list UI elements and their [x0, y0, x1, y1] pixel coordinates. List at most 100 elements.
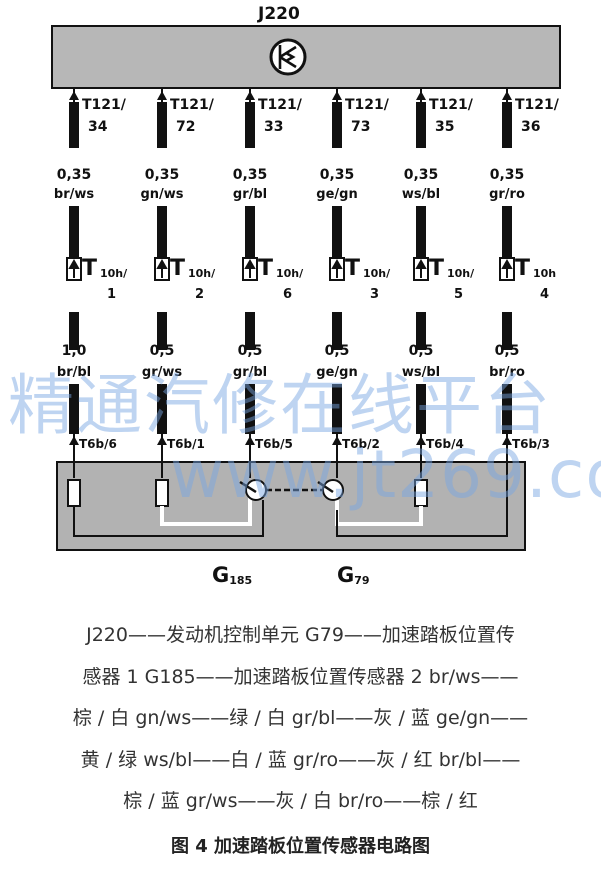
engine-control-unit-symbol-icon [269, 38, 307, 76]
connector-arrow-icon [68, 258, 80, 278]
connector-pin-label: 10h/ [276, 267, 304, 280]
wire-gauge-upper: 0,35 [403, 167, 439, 183]
wire-color-upper: br/ws [53, 187, 95, 202]
connector-t-label: T [170, 256, 186, 281]
wire-color-lower: br/ro [489, 365, 525, 380]
ecu-pin-number: 73 [351, 119, 371, 135]
wire-segment [502, 384, 512, 434]
resistor-icon [155, 479, 169, 507]
wire-color-lower: ws/bl [401, 365, 441, 380]
wiper-arrow-icon [239, 480, 334, 494]
sensor-trace [73, 500, 264, 537]
ecu-pin-label: T121/ [345, 97, 389, 113]
wire-segment [332, 384, 342, 434]
ecu-pin-label: T121/ [429, 97, 473, 113]
figure-caption: 图 4 加速踏板位置传感器电路图 [170, 836, 431, 857]
wire-segment [245, 206, 255, 258]
wire-gauge-upper: 0,35 [144, 167, 180, 183]
wire-segment [245, 384, 255, 434]
wire-gauge-lower: 0,5 [324, 343, 350, 359]
connector-pin-number: 5 [454, 287, 464, 302]
wire-color-lower: gr/ws [141, 365, 183, 380]
wire-segment [502, 102, 512, 148]
sensor-trace [336, 478, 508, 537]
wire-segment [332, 102, 342, 148]
wire-gauge-upper: 0,35 [489, 167, 525, 183]
wire-color-lower: gr/bl [232, 365, 268, 380]
sensor-trace [160, 490, 252, 526]
sensor-g79-label: G79 [337, 563, 370, 587]
sensor-pin-label: T6b/2 [342, 437, 380, 451]
connector-t-label: T [429, 256, 445, 281]
wire-color-upper: ge/gn [316, 187, 358, 202]
wire-gauge-lower: 0,5 [149, 343, 175, 359]
wire-segment [416, 206, 426, 258]
connector-arrow-icon [501, 258, 513, 278]
connector-t-label: T [258, 256, 274, 281]
wire-segment [416, 384, 426, 434]
ecu-pin-label: T121/ [258, 97, 302, 113]
sensor-pin-label: T6b/1 [167, 437, 205, 451]
wire-segment [416, 312, 426, 350]
wire-color-lower: br/bl [56, 365, 92, 380]
resistor-icon [67, 479, 81, 507]
wire-color-upper: gr/ro [489, 187, 525, 202]
wire-segment [157, 102, 167, 148]
legend-line: 黄 / 绿 ws/bl——白 / 蓝 gr/ro——灰 / 红 br/bl—— [80, 748, 521, 771]
wire-segment [332, 312, 342, 350]
wire-segment [416, 102, 426, 148]
watermark-url: www.jt269.com [170, 436, 601, 513]
ecu-pin-number: 35 [435, 119, 455, 135]
wire-color-upper: ws/bl [401, 187, 441, 202]
connector-pin-label: 10h [533, 267, 557, 280]
wire-gauge-upper: 0,35 [56, 167, 92, 183]
wire-segment [157, 206, 167, 258]
connector-pin-number: 6 [283, 287, 293, 302]
wire-segment [157, 384, 167, 434]
connector-pin-label: 10h/ [447, 267, 475, 280]
wiring-svg [51, 25, 561, 551]
wire-segment [69, 384, 79, 434]
wire-segment [69, 312, 79, 350]
ecu-pin-number: 72 [176, 119, 196, 135]
connector-t-label: T [82, 256, 98, 281]
wire-color-lower: ge/gn [316, 365, 358, 380]
ecu-label: J220 [258, 4, 300, 24]
legend: J220——发动机控制单元 G79——加速踏板位置传 感器 1 G185——加速… [0, 615, 601, 823]
wire-segment [157, 312, 167, 350]
connector-arrow-icon [331, 258, 343, 278]
sensor-pin-label: T6b/4 [426, 437, 464, 451]
connector-arrow-icon [156, 258, 168, 278]
ecu-pin-number: 34 [88, 119, 108, 135]
wire-segment [245, 102, 255, 148]
wire-color-upper: gr/bl [232, 187, 268, 202]
connector-arrow-icon [244, 258, 256, 278]
wire-segment [245, 312, 255, 350]
connector-t-label: T [515, 256, 531, 281]
wire-segment [69, 102, 79, 148]
watermark-text: 精通汽修在线平台 [8, 367, 552, 444]
connector-pin-number: 2 [195, 287, 205, 302]
connector-pin-label: 10h/ [188, 267, 216, 280]
wire-segment [332, 206, 342, 258]
connector-arrow-icon [415, 258, 427, 278]
wire-gauge-lower: 0,5 [494, 343, 520, 359]
connector-pin-label: 10h/ [363, 267, 391, 280]
wire-gauge-upper: 0,35 [232, 167, 268, 183]
ecu-pin-number: 36 [521, 119, 541, 135]
ecu-pin-label: T121/ [515, 97, 559, 113]
wire-gauge-upper: 0,35 [319, 167, 355, 183]
sensor-g185-label: G185 [212, 563, 253, 587]
connector-pin-label: 10h/ [100, 267, 128, 280]
connector-t-label: T [345, 256, 361, 281]
legend-line: 棕 / 蓝 gr/ws——灰 / 白 br/ro——棕 / 红 [123, 790, 478, 812]
wire-gauge-lower: 0,5 [408, 343, 434, 359]
wire-segment [502, 206, 512, 258]
connector-pin-number: 4 [540, 287, 550, 302]
connector-pin-number: 1 [107, 287, 117, 302]
wire-gauge-lower: 1,0 [61, 343, 87, 359]
sensor-pin-label: T6b/3 [512, 437, 550, 451]
wire-color-upper: gn/ws [140, 187, 184, 202]
wire-gauge-lower: 0,5 [237, 343, 263, 359]
